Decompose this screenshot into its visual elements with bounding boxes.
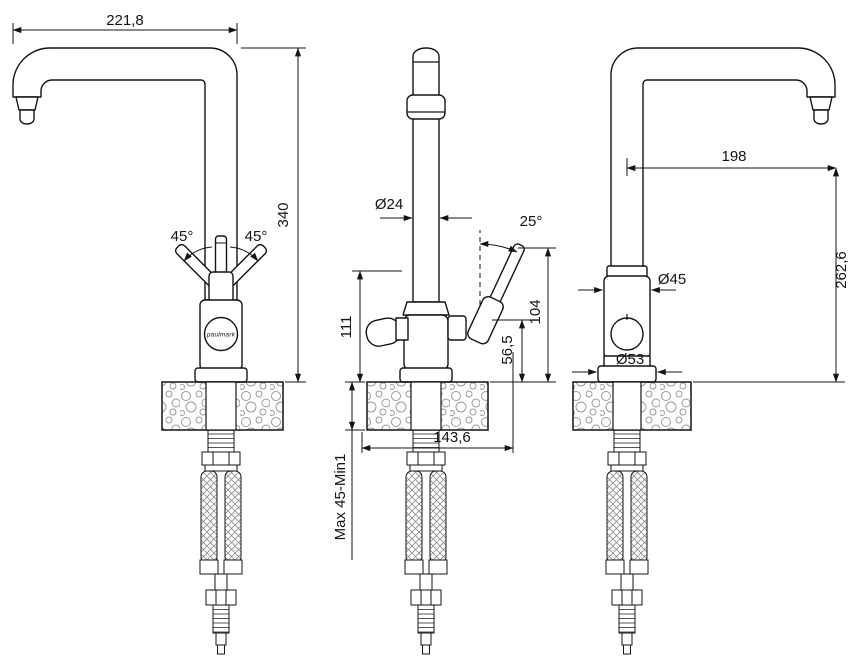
body-flare	[402, 301, 450, 316]
brand-badge	[610, 317, 644, 351]
dim-spout-diameter-label: Ø24	[375, 196, 403, 213]
dim-handle-angle-left-label: 45°	[171, 228, 194, 245]
dim-handle-angle-label: 25°	[520, 213, 543, 230]
spout-tube	[610, 47, 836, 271]
under-counter-assembly	[605, 429, 649, 655]
mounting-hole	[410, 381, 442, 431]
mounting-hole	[205, 381, 237, 431]
side-lever-stem	[395, 317, 409, 341]
dim-handle-angle-right-label: 45°	[245, 228, 268, 245]
handle-center-position	[214, 235, 228, 275]
brand-logo-text: paulmark	[206, 332, 236, 339]
dim-body-diameter-label: Ø45	[658, 271, 686, 288]
handle-lever	[488, 243, 525, 307]
mounting-hole	[612, 381, 642, 431]
spout-pipe	[412, 47, 440, 303]
left-side-view: paulmark 221,8 340 45° 45°	[12, 12, 306, 655]
faucet-body	[403, 314, 449, 371]
front-view: Ø24 25° 111 104 56,5 143,6 Max 45-Min1	[332, 47, 556, 655]
dim-spout-reach-label: 221,8	[106, 12, 144, 29]
spout-outlet	[406, 94, 446, 120]
brand-badge	[203, 316, 239, 352]
spout-nozzle	[809, 96, 833, 111]
handle-base	[467, 295, 504, 345]
rotation-arc-left	[183, 246, 213, 262]
handle-housing	[208, 271, 234, 303]
dim-base-diameter-label: Ø53	[616, 351, 644, 368]
dim-total-height-label: 340	[275, 202, 292, 227]
dim-depth-label: 143,6	[433, 429, 471, 446]
base-flange	[597, 365, 657, 383]
base-flange	[399, 367, 453, 383]
dim-mount-thickness-label: Max 45-Min1	[332, 454, 349, 541]
dim-spout-reach-label: 198	[721, 148, 746, 165]
dim-outlet-height-label: 56,5	[499, 335, 516, 364]
spout-nozzle	[15, 96, 39, 111]
under-counter-assembly	[199, 429, 243, 655]
under-counter-assembly	[404, 429, 448, 655]
right-side-view: 198 262,6 Ø45 Ø53	[572, 47, 850, 655]
dim-body-height-label: 111	[338, 316, 355, 339]
spout-tube	[12, 47, 238, 301]
dim-handle-height-label: 104	[527, 299, 544, 324]
handle-socket	[447, 315, 467, 341]
handle-25deg	[467, 243, 525, 345]
dim-outlet-height-label: 262,6	[833, 251, 850, 289]
base-flange	[194, 367, 248, 383]
rotation-arc-right	[229, 246, 259, 262]
angle-arc	[479, 240, 518, 253]
aerator-tip	[19, 109, 35, 125]
aerator-tip	[813, 109, 829, 125]
